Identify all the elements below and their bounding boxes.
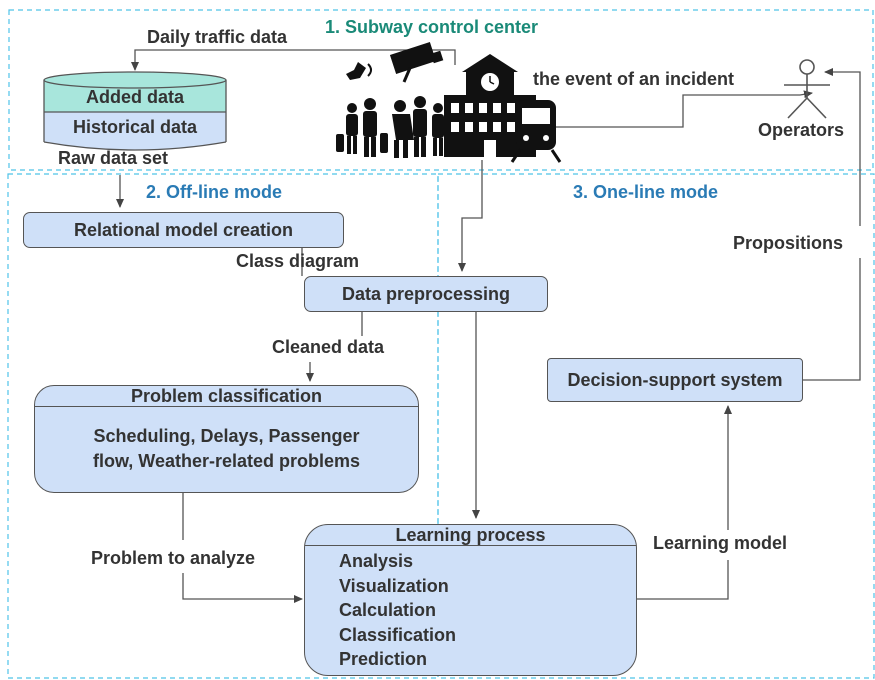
control-center-title: 1. Subway control center — [325, 17, 539, 37]
added-data-label: Added data — [85, 87, 184, 107]
decision-support-box: Decision-support system — [547, 358, 803, 402]
cleaned-data-label: Cleaned data — [272, 337, 385, 357]
incident-label: the event of an incident — [533, 69, 735, 89]
data-preprocessing-box: Data preprocessing — [304, 276, 548, 312]
learning-process-box: Learning process Analysis Visualization … — [304, 524, 637, 676]
learning-step: Calculation — [339, 600, 437, 620]
operators-label: Operators — [758, 120, 845, 140]
learning-process-title: Learning process — [305, 525, 636, 546]
daily-traffic-arrow — [131, 49, 456, 71]
relational-model-box: Relational model creation — [23, 212, 344, 248]
learning-model-label: Learning model — [653, 533, 788, 553]
camera-icon — [389, 42, 437, 74]
decision-support-label: Decision-support system — [567, 369, 783, 390]
learning-model-line-bottom — [637, 560, 729, 600]
learning-steps-list: Analysis Visualization Calculation Class… — [339, 549, 456, 672]
propositions-arrow — [824, 68, 861, 226]
speaker-icon — [346, 62, 366, 80]
problem-types-line-1: Scheduling, Delays, Passenger — [93, 426, 360, 446]
learning-step: Analysis — [339, 551, 414, 571]
online-mode-title: 3. One-line mode — [573, 182, 719, 202]
historical-data-label: Historical data — [72, 117, 198, 137]
control-center-border — [8, 9, 874, 171]
problem-to-learning-arrow — [182, 573, 303, 603]
offline-border — [7, 173, 439, 679]
propositions-label: Propositions — [733, 233, 844, 253]
problem-to-analyze-label: Problem to analyze — [91, 548, 256, 568]
relational-model-label: Relational model creation — [73, 219, 294, 240]
passengers-icon — [336, 96, 444, 158]
station-to-preprocessing-arrow — [458, 160, 483, 272]
incident-arrow — [555, 90, 813, 128]
raw-data-label: Raw data set — [58, 148, 169, 168]
daily-traffic-label: Daily traffic data — [147, 27, 288, 47]
problem-classification-box: Problem classification Scheduling, Delay… — [34, 385, 419, 493]
problem-classification-title: Problem classification — [35, 386, 418, 407]
learning-step: Prediction — [339, 649, 428, 669]
offline-mode-title: 2. Off-line mode — [146, 182, 283, 202]
propositions-line-bottom — [803, 258, 861, 381]
learning-step: Visualization — [339, 575, 449, 596]
learning-step: Classification — [339, 624, 457, 645]
problem-types-line-2: flow, Weather-related problems — [92, 450, 361, 471]
class-diagram-label: Class diagram — [236, 251, 360, 271]
online-border — [437, 173, 875, 679]
data-preprocessing-label: Data preprocessing — [341, 283, 511, 304]
